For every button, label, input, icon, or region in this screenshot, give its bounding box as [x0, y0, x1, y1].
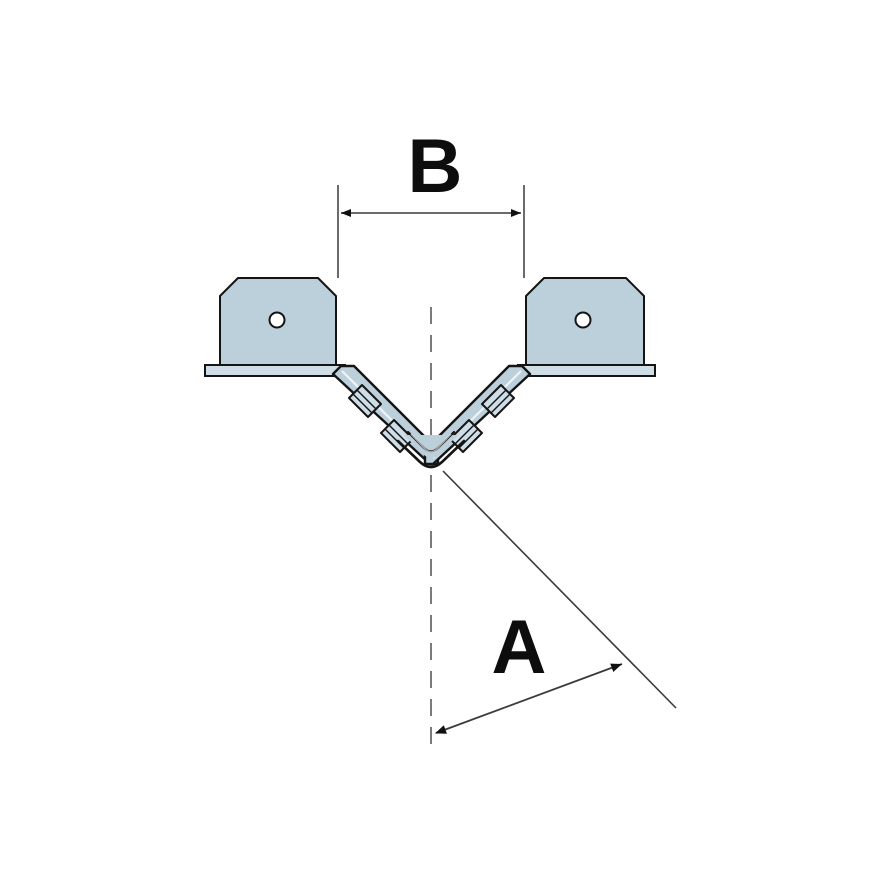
dimension-b-label: B [408, 124, 463, 209]
rib-lower-left-crease-2 [388, 424, 409, 445]
right-arm-rib-lower [449, 419, 483, 453]
rib-upper-left-crease-1 [352, 393, 373, 414]
left-bolt-hole [268, 311, 286, 329]
left-arm-rib-upper [348, 384, 382, 418]
right-flange-bar [517, 364, 656, 377]
dimension-b-extension-lines [337, 185, 525, 278]
dimension-a-extension-line [442, 470, 677, 709]
right-arm-rib-upper [481, 384, 515, 418]
rib-upper-left-face [348, 384, 382, 418]
rib-lower-right-crease-1 [458, 428, 479, 449]
left-flange-bar [204, 364, 346, 377]
rib-upper-right-face [481, 384, 515, 418]
extension-line-a-diagonal [442, 470, 677, 709]
rib-upper-right-crease-2 [486, 389, 507, 410]
rib-lower-right-crease-2 [454, 424, 475, 445]
apex-highlight [410, 433, 452, 453]
dimension-a-label: A [492, 605, 547, 690]
v-apex [396, 430, 466, 469]
rib-upper-left-crease-2 [356, 389, 377, 410]
right-bolt-hole [574, 311, 592, 329]
dimension-a-arrow [435, 663, 623, 734]
dimension-a-line [435, 663, 623, 734]
apex-outer-edge [396, 439, 466, 469]
rib-upper-right-crease-1 [490, 393, 511, 414]
